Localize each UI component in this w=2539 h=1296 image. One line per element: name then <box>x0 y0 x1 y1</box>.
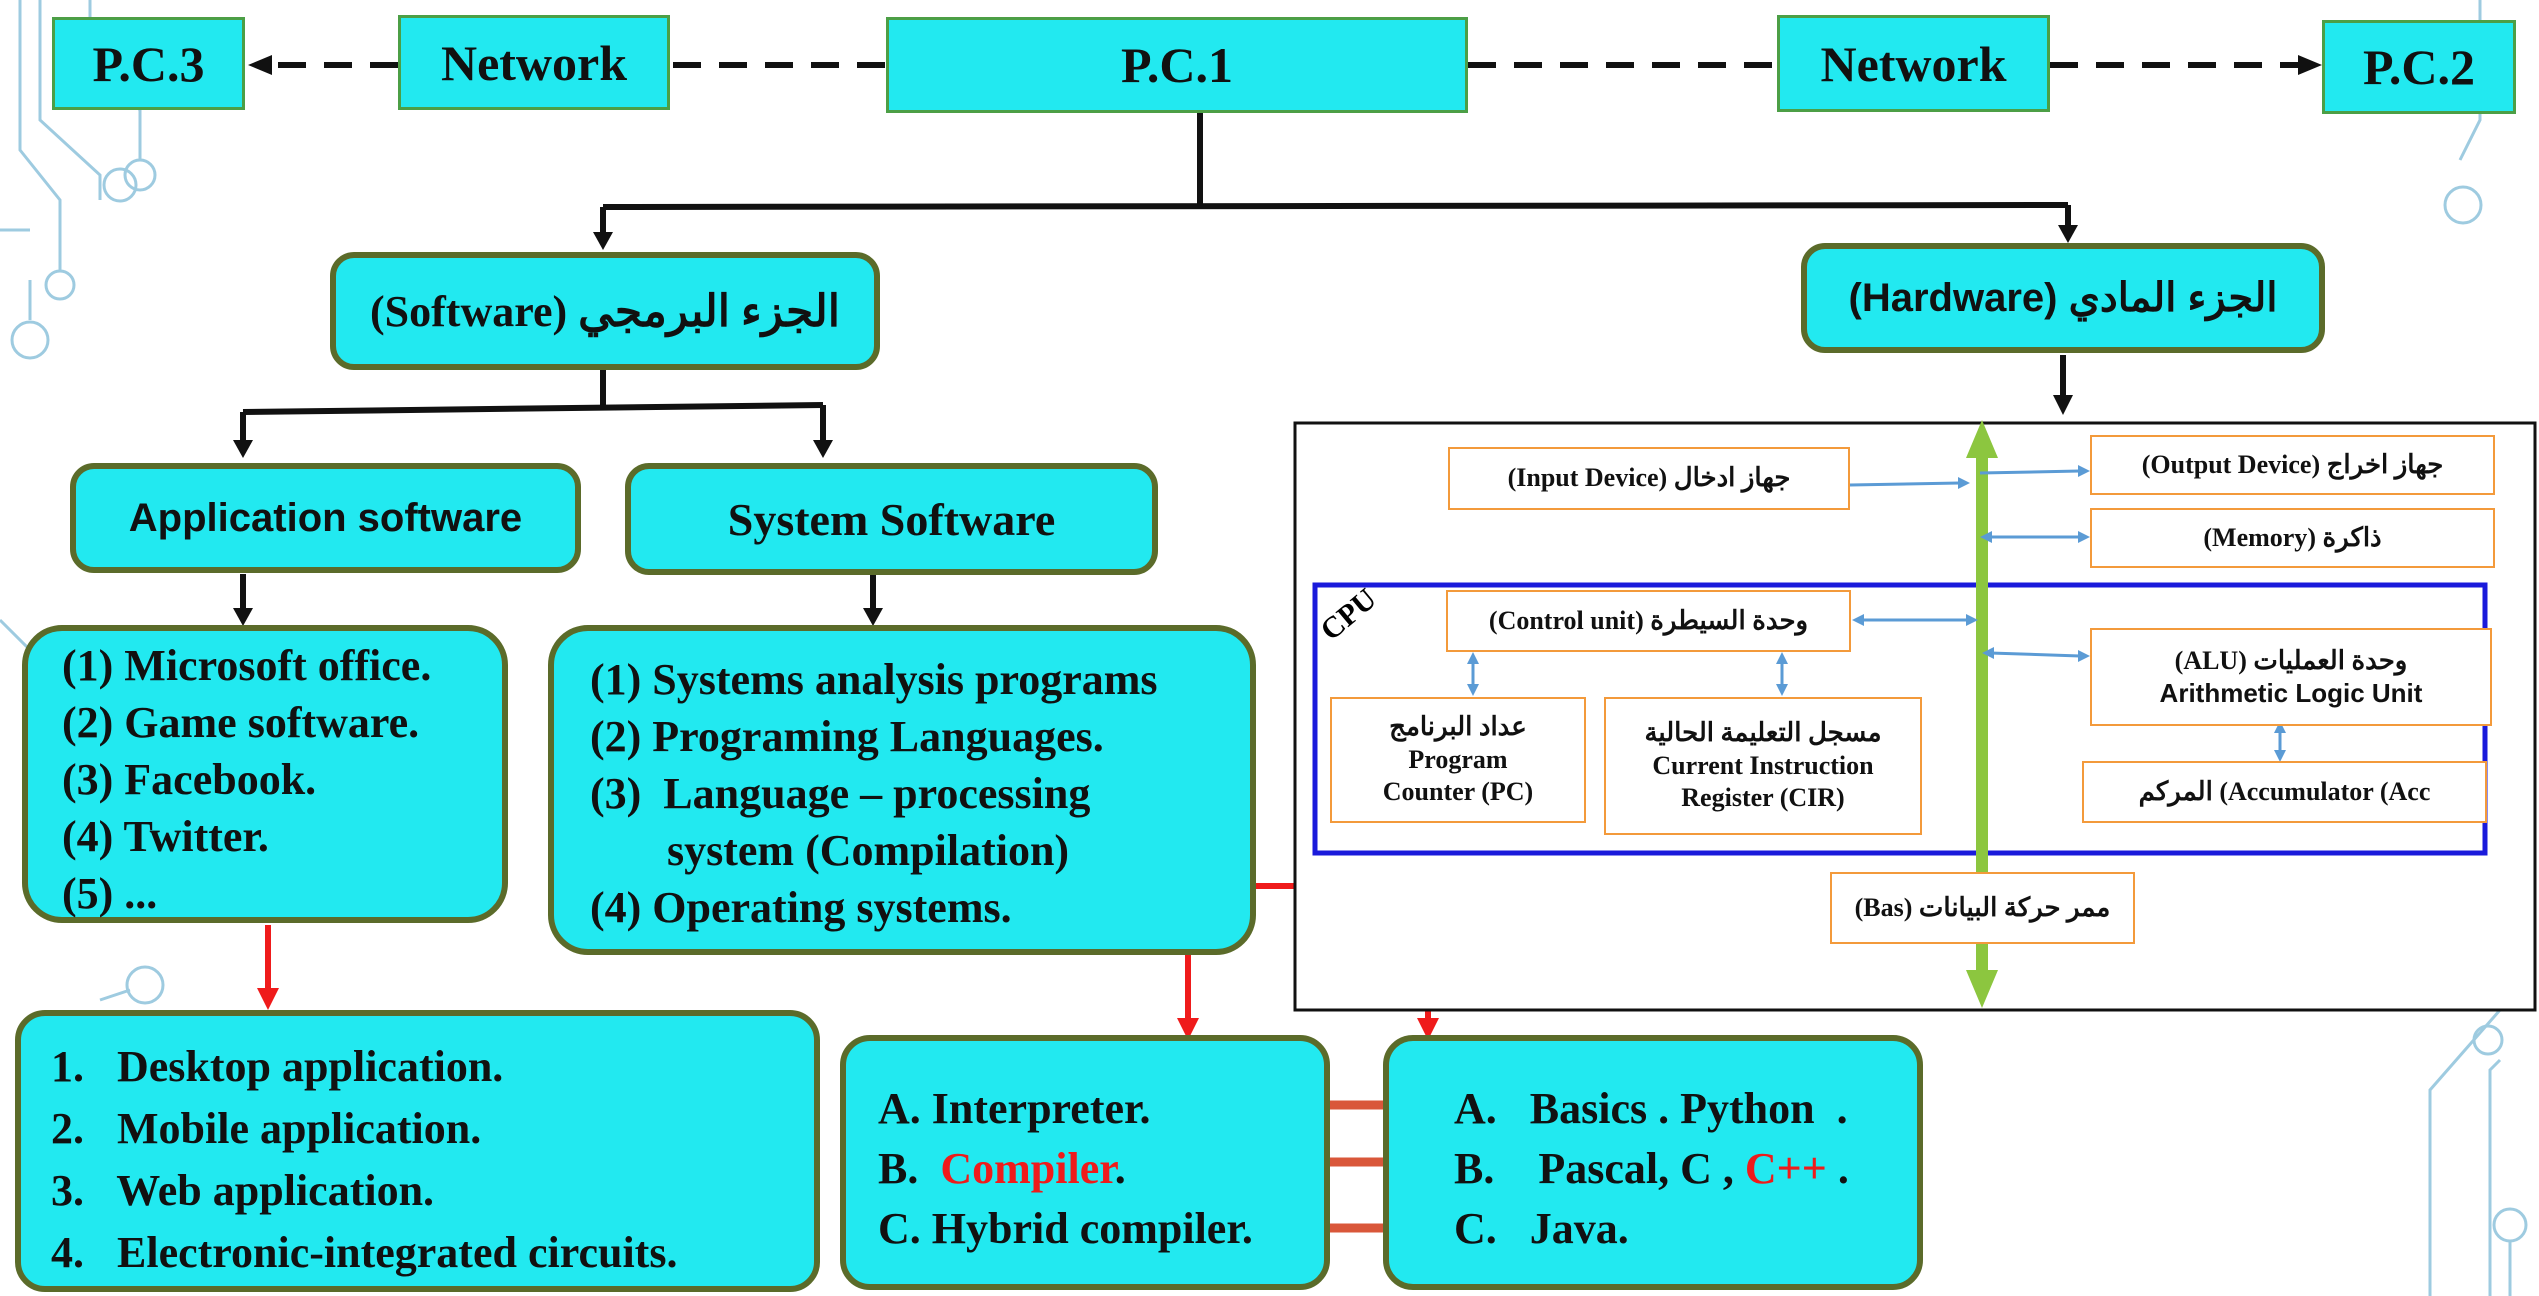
application-software-box: Application software <box>70 463 581 573</box>
pc-line2: Program <box>1408 744 1508 774</box>
software-title: الجزء البرمجي (Software) <box>370 286 840 336</box>
network-left-box: Network <box>398 15 670 110</box>
cir-box: مسجل التعليمة الحالية Current Instructio… <box>1604 697 1922 835</box>
memory-box: ذاكرة (Memory) <box>2090 508 2495 568</box>
alu-line2: Arithmetic Logic Unit <box>2159 678 2423 708</box>
alu-line1: وحدة العمليات (ALU) <box>2174 645 2408 675</box>
compiler-highlight: Compiler <box>940 1144 1115 1193</box>
pc3-box: P.C.3 <box>52 17 245 110</box>
list-item: A. Basics . Python . <box>1454 1084 1848 1133</box>
bus-label: ممر حركة البيانات (Bas) <box>1854 892 2111 922</box>
list-item: (4) Operating systems. <box>590 883 1012 932</box>
translators-list: A. Interpreter. B. Compiler. C. Hybrid c… <box>840 1035 1330 1290</box>
hardware-title: الجزء المادي (Hardware) <box>1848 276 2278 320</box>
control-unit-label: وحدة السيطرة (Control unit) <box>1488 605 1809 635</box>
cpp-highlight: C++ <box>1744 1144 1827 1193</box>
list-item: (1) Systems analysis programs <box>590 655 1158 704</box>
list-item: 2. Mobile application. <box>51 1104 482 1153</box>
list-item: C. Hybrid compiler. <box>878 1204 1253 1253</box>
application-examples-list: (1) Microsoft office. (2) Game software.… <box>22 625 508 923</box>
pc2-label: P.C.2 <box>2362 39 2476 95</box>
list-item: (2) Game software. <box>62 698 420 747</box>
software-box: الجزء البرمجي (Software) <box>330 252 880 370</box>
control-unit-box: وحدة السيطرة (Control unit) <box>1446 590 1851 652</box>
input-device-box: جهاز ادخال (Input Device) <box>1448 447 1850 510</box>
memory-label: ذاكرة (Memory) <box>2203 522 2382 552</box>
application-software-title: Application software <box>128 495 523 540</box>
pc3-label: P.C.3 <box>92 35 205 92</box>
pc2-box: P.C.2 <box>2322 20 2516 114</box>
list-item: C. Java. <box>1454 1204 1629 1253</box>
languages-list: A. Basics . Python . B. Pascal, C , C++ … <box>1383 1035 1923 1290</box>
network-right-label: Network <box>1820 35 2007 92</box>
hardware-box: الجزء المادي (Hardware) <box>1801 243 2325 353</box>
list-item: 3. Web application. <box>51 1166 435 1215</box>
accumulator-box: المركم (Accumulator (Acc <box>2082 761 2487 823</box>
list-item: (4) Twitter. <box>62 812 269 861</box>
alu-box: وحدة العمليات (ALU) Arithmetic Logic Uni… <box>2090 628 2492 726</box>
list-item: (5) ... <box>62 869 158 918</box>
cir-line1: مسجل التعليمة الحالية <box>1644 718 1882 748</box>
list-item: (3) Facebook. <box>62 755 317 804</box>
input-device-label: جهاز ادخال (Input Device) <box>1507 463 1791 493</box>
list-item: 4. Electronic-integrated circuits. <box>51 1228 678 1277</box>
list-item: system (Compilation) <box>590 826 1070 875</box>
list-item: (3) Language – processing <box>590 769 1091 818</box>
list-item: A. Interpreter. <box>878 1084 1151 1133</box>
system-software-list: (1) Systems analysis programs (2) Progra… <box>548 625 1256 955</box>
pc-line1: عداد البرنامج <box>1389 712 1527 742</box>
list-item: B. Pascal, C , C++ . <box>1454 1144 1849 1193</box>
list-item: 1. Desktop application. <box>51 1042 504 1091</box>
pc1-box: P.C.1 <box>886 17 1468 113</box>
system-software-box: System Software <box>625 463 1158 575</box>
list-item: (1) Microsoft office. <box>62 641 432 690</box>
network-right-box: Network <box>1777 15 2050 112</box>
pc1-label: P.C.1 <box>1120 37 1234 93</box>
program-counter-box: عداد البرنامج Program Counter (PC) <box>1330 697 1586 823</box>
output-device-box: جهاز اخراج (Output Device) <box>2090 435 2495 495</box>
bus-box: ممر حركة البيانات (Bas) <box>1830 872 2135 944</box>
system-software-title: System Software <box>727 493 1056 545</box>
application-types-list: 1. Desktop application. 2. Mobile applic… <box>15 1010 820 1292</box>
list-item: B. Compiler. <box>878 1144 1126 1193</box>
list-item: (2) Programing Languages. <box>590 712 1104 761</box>
output-device-label: جهاز اخراج (Output Device) <box>2141 449 2444 479</box>
accumulator-label: المركم (Accumulator (Acc <box>2138 776 2431 806</box>
network-left-label: Network <box>440 34 628 91</box>
cir-line2: Current Instruction <box>1652 750 1874 780</box>
cir-line3: Register (CIR) <box>1681 783 1845 813</box>
pc-line3: Counter (PC) <box>1382 777 1534 807</box>
